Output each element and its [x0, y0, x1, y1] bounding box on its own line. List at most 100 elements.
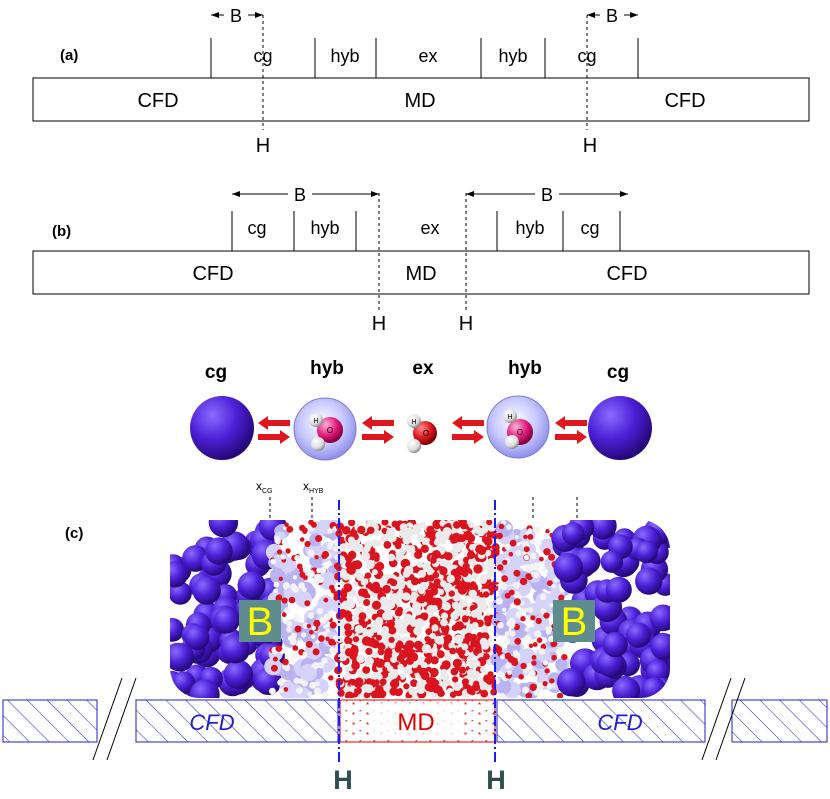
hyb-atom [288, 596, 296, 604]
hyb-atom [302, 529, 308, 535]
panel-a-zone-hyb-left: hyb [330, 46, 359, 66]
hyb-atom [536, 540, 542, 546]
h-label-left: H [333, 765, 353, 795]
svg-text:O: O [423, 429, 429, 438]
water-atom [467, 550, 476, 560]
water-atom [460, 522, 468, 530]
water-atom [382, 684, 390, 692]
hyb-atom [527, 607, 533, 613]
water-atom [449, 691, 457, 698]
hyb-atom [306, 623, 311, 629]
hyb-atom [307, 612, 315, 619]
hyb-atom [304, 540, 311, 548]
water-atom [471, 622, 479, 630]
water-atom [368, 583, 377, 592]
water-atom [389, 670, 399, 679]
water-atom [338, 652, 348, 662]
hyb-atom [314, 555, 319, 560]
hyb-atom [284, 522, 289, 528]
hyb-atom [312, 648, 320, 656]
water-atom [345, 613, 354, 622]
water-atom [404, 565, 414, 575]
cg-bead [612, 676, 641, 698]
water-atom [403, 683, 410, 690]
water-atom [351, 661, 360, 670]
water-atom [344, 628, 353, 637]
hyb-atom [509, 539, 517, 547]
hyb-atom [281, 538, 290, 546]
hyb-atom [533, 571, 540, 578]
hyb-atom [274, 536, 281, 542]
panel-b-zone-hyb-right: hyb [515, 218, 544, 238]
arrow-head-icon [620, 191, 628, 197]
hyb-atom [325, 628, 330, 633]
cg-bead [189, 679, 220, 698]
panel-b-buffer-label-right: B [541, 185, 553, 205]
hyb-atom [286, 525, 294, 533]
water-atom [384, 648, 393, 657]
hyb-atom [551, 583, 556, 589]
hyb-atom [504, 592, 511, 599]
water-atom [471, 670, 480, 679]
strip-label-cfd-left: CFD [189, 710, 234, 735]
cg-sphere-icon [588, 396, 652, 460]
hyb-atom [314, 573, 321, 581]
cg-region-right [551, 520, 670, 698]
water-atom [360, 551, 371, 562]
water-atom [355, 543, 364, 553]
hyb-atom [299, 571, 306, 578]
water-atom [407, 652, 416, 661]
hyb-region-left [264, 520, 346, 698]
hyb-atom [496, 532, 503, 540]
break-mark-icon [701, 677, 732, 761]
water-atom [397, 663, 404, 671]
water-atom [464, 632, 474, 642]
arrow-right-icon [258, 430, 290, 444]
cg-bead [184, 624, 210, 651]
water-atom [416, 561, 424, 568]
hyb-atom [285, 548, 291, 554]
water-atom [463, 530, 473, 541]
water-atom [381, 626, 390, 634]
panel-b-h-label-left: H [372, 313, 386, 335]
arrow-left-icon [362, 416, 394, 430]
water-atom [480, 666, 487, 673]
panel-a-zone-cg-right: cg [577, 46, 596, 66]
hyb-atom [286, 626, 292, 633]
panel-a-buffer-label-left: B [230, 6, 242, 26]
water-atom [388, 626, 397, 635]
water-atom [468, 589, 478, 599]
hyb-atom [558, 594, 565, 601]
water-atom [449, 647, 457, 655]
water-atom [483, 537, 493, 546]
water-atom [380, 534, 389, 544]
ex-region [334, 520, 503, 698]
water-atom [386, 619, 395, 629]
water-atom [440, 580, 447, 588]
water-atom [420, 661, 428, 669]
panel-b-domain-bar [32, 250, 810, 295]
panel-a-zone-cg-left: cg [253, 46, 272, 66]
hyb-halo [299, 663, 317, 682]
water-atom [452, 682, 462, 691]
hyb-atom [499, 692, 506, 698]
hyb-atom [520, 616, 526, 622]
water-atom [424, 683, 433, 692]
hyb-atom [503, 638, 511, 645]
hyb-atom [535, 686, 543, 694]
water-atom [458, 666, 466, 674]
panel-b-zone-cg-right: cg [580, 218, 599, 238]
hyb-atom [524, 607, 529, 613]
water-atom [469, 689, 476, 696]
panel-a-domain-bar [32, 77, 810, 122]
water-atom [365, 656, 373, 663]
hyb-atom [307, 570, 315, 578]
water-atom [468, 558, 477, 567]
hyb-atom [522, 686, 529, 694]
water-atom [444, 552, 453, 561]
water-atom [457, 585, 468, 595]
hyb-atom [279, 688, 284, 694]
hyb-atom [514, 638, 522, 645]
cg-bead [213, 607, 240, 634]
